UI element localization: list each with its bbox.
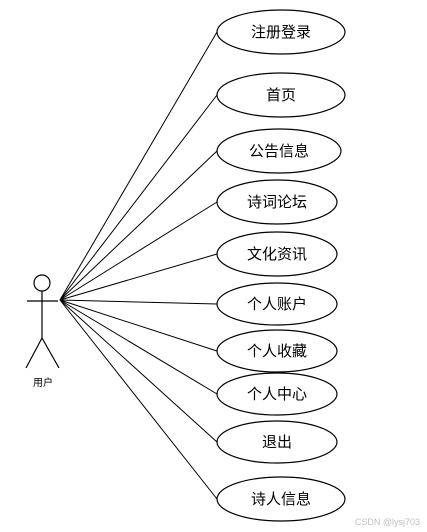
actor-right-leg — [41, 337, 60, 369]
association-line — [59, 299, 218, 500]
use-case: 诗人信息 — [216, 476, 346, 522]
use-case-label: 个人中心 — [247, 385, 307, 403]
use-case-ellipse — [216, 72, 346, 118]
use-case-ellipse — [216, 372, 338, 416]
use-case: 注册登录 — [216, 9, 346, 55]
use-case: 个人账户 — [216, 282, 338, 326]
association-line — [59, 299, 218, 305]
association-line — [59, 299, 218, 443]
use-case-ellipse — [216, 329, 338, 373]
association-line — [59, 31, 218, 301]
use-case-label: 文化资讯 — [247, 245, 307, 263]
association-line — [59, 299, 218, 395]
association-line — [59, 150, 218, 301]
use-case-ellipse — [216, 231, 338, 277]
use-case-label: 诗人信息 — [251, 490, 311, 508]
use-case: 退出 — [216, 420, 338, 464]
use-case-ellipse — [216, 420, 338, 464]
use-case: 个人收藏 — [216, 329, 338, 373]
association-line — [59, 94, 218, 301]
use-case-label: 个人收藏 — [247, 342, 307, 360]
use-case: 个人中心 — [216, 372, 338, 416]
use-case-ellipse — [216, 9, 346, 55]
use-case-label: 退出 — [262, 433, 292, 451]
association-line — [59, 201, 218, 301]
actor-user: 用户 — [25, 274, 60, 389]
use-case: 公告信息 — [216, 128, 342, 174]
use-case-ellipse — [216, 282, 338, 326]
actor-head — [33, 274, 51, 292]
association-line — [59, 253, 218, 301]
use-case-ellipse — [216, 128, 342, 174]
actor-label: 用户 — [33, 376, 53, 389]
use-case-label: 诗词论坛 — [247, 193, 307, 211]
use-case-ellipse — [216, 179, 338, 225]
use-case-ellipse — [216, 476, 346, 522]
use-case-label: 注册登录 — [251, 23, 311, 41]
use-case-label: 个人账户 — [247, 295, 307, 313]
watermark: CSDN @lysj703 — [355, 517, 420, 527]
use-case: 文化资讯 — [216, 231, 338, 277]
use-case: 诗词论坛 — [216, 179, 338, 225]
use-case: 首页 — [216, 72, 346, 118]
use-case-label: 首页 — [266, 86, 296, 104]
association-lines — [59, 31, 218, 500]
actor-left-leg — [25, 337, 43, 369]
use-case-label: 公告信息 — [249, 142, 309, 160]
association-line — [59, 299, 218, 352]
